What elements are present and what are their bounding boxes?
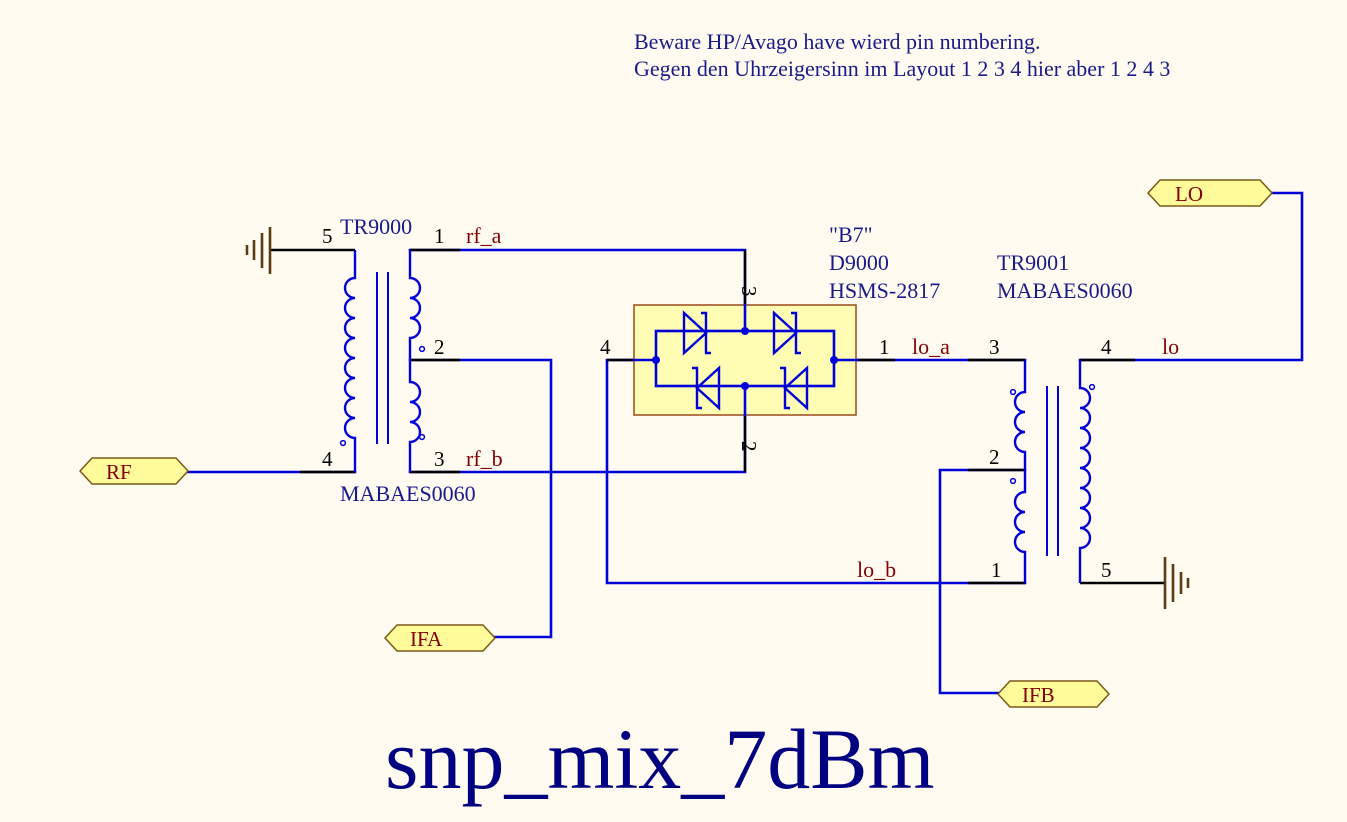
note-line-1: Beware HP/Avago have wierd pin numbering… [634,29,1040,54]
tr9001-polarity-dot [1088,383,1096,391]
ground-symbol [245,227,272,274]
tr9000-pin-number: 4 [322,447,333,471]
tr9001-left-winding [1013,360,1027,583]
wire-lo [1078,191,1304,362]
wire-ifa [408,358,553,639]
d9000-pin-number: 2 [737,441,761,452]
tr9000-secondary-winding [408,250,422,472]
d9000-pin-number: 3 [737,286,761,297]
tr9001-designator: TR9001 [997,250,1069,275]
port-ifb[interactable]: IFB [996,680,1111,708]
d9000-value: "B7" [829,222,873,247]
transformer-tr9001[interactable]: TR9001 MABAES0060 3 4 2 1 5 [968,250,1165,585]
tr9000-primary-winding [343,250,357,472]
net-label: lo_a [912,334,950,359]
tr9000-polarity-dot [418,433,426,441]
transformer-tr9000[interactable]: TR9000 MABAES0060 5 1 2 4 3 [270,214,476,506]
tr9000-designator: TR9000 [340,214,412,239]
tr9000-pin-number: 2 [434,335,445,359]
tr9001-pin-number: 5 [1101,558,1112,582]
tr9001-polarity-dot [1009,477,1017,485]
net-label: lo [1162,334,1179,359]
port-ifa[interactable]: IFA [383,624,497,652]
port-rf[interactable]: RF [78,457,190,485]
d9000-pin-number: 4 [600,335,611,359]
wire-ifb [938,468,1027,695]
net-label: lo_b [857,557,896,582]
tr9001-pin-number: 3 [989,335,1000,359]
tr9001-right-winding [1078,360,1092,583]
tr9001-pin-number: 2 [989,445,1000,469]
tr9000-pin-number: 1 [434,224,445,248]
tr9000-part: MABAES0060 [340,481,476,506]
net-label: rf_b [466,446,503,471]
sheet-title: snp_mix_7dBm [385,711,935,807]
diode-top-right [772,310,801,356]
net-label: rf_a [466,223,502,248]
diode-ring-d9000[interactable]: "B7" D9000 HSMS-2817 3 4 1 2 [600,222,940,472]
port-label: IFB [1022,683,1055,707]
tr9000-pin-number: 3 [434,447,445,471]
wire-rf-a [408,248,747,307]
diode-bottom-right [780,365,809,411]
d9000-part: HSMS-2817 [829,278,940,303]
diode-bottom-left [692,365,721,411]
wire-rf-b [408,413,747,474]
tr9001-pin-number: 4 [1101,335,1112,359]
note-line-2: Gegen den Uhrzeigersinn im Layout 1 2 3 … [634,56,1170,81]
tr9000-pin-number: 5 [322,224,333,248]
tr9000-polarity-dot [339,439,347,447]
port-label: IFA [410,627,443,651]
junction-dot [652,356,660,364]
junction-dot [741,382,749,390]
port-label: LO [1175,182,1203,206]
tr9000-polarity-dot [418,345,426,353]
tr9001-part: MABAES0060 [997,278,1133,303]
ground-symbol [1163,557,1190,609]
tr9001-pin-number: 1 [991,558,1002,582]
junction-dot [830,356,838,364]
junction-dot [741,327,749,335]
d9000-designator: D9000 [829,250,889,275]
port-label: RF [106,460,132,484]
diode-top-left [682,310,711,356]
tr9001-polarity-dot [1009,388,1017,396]
d9000-pin-number: 1 [879,335,890,359]
port-lo[interactable]: LO [1146,179,1274,207]
